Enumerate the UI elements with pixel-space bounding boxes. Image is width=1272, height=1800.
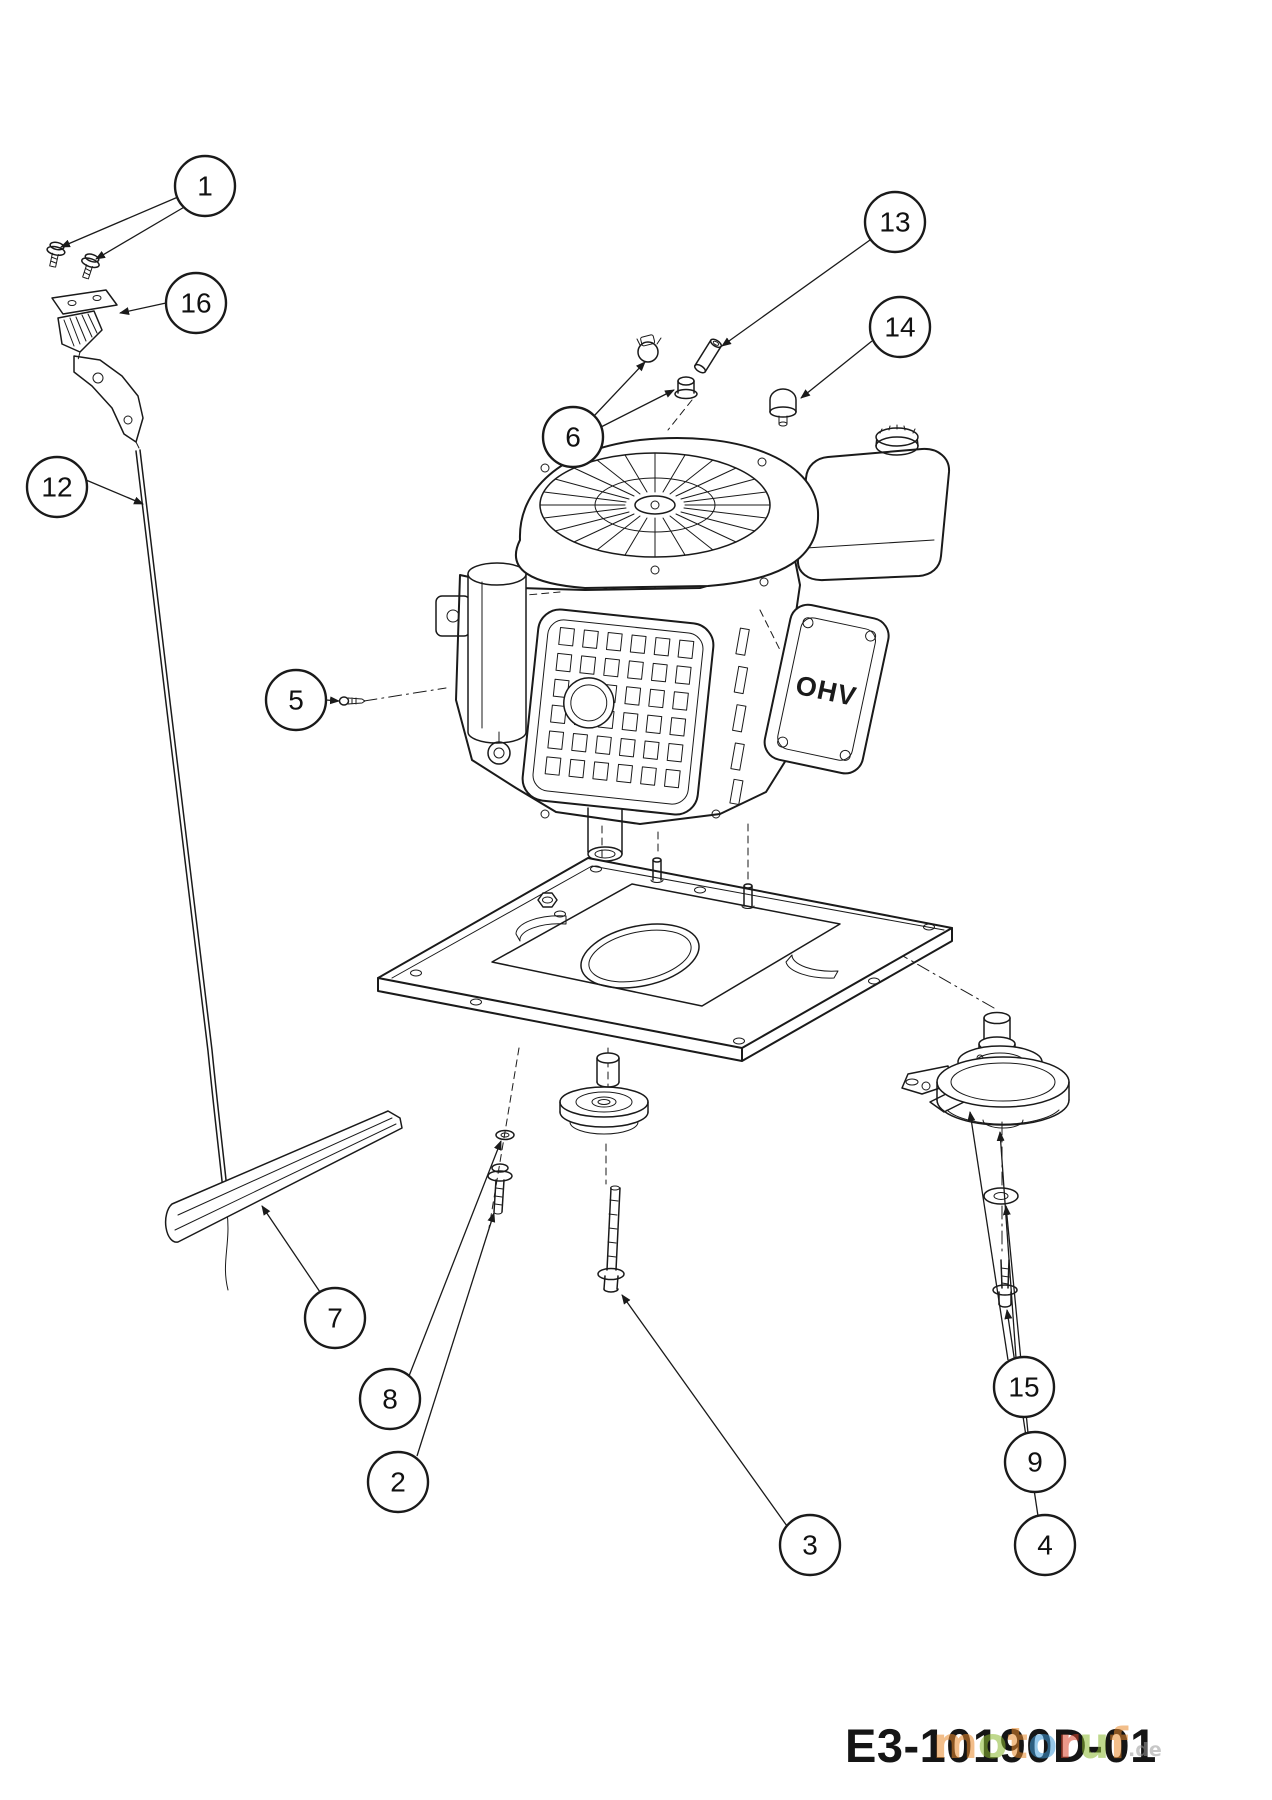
callout-circle	[868, 295, 932, 359]
callout-7-label: 7	[327, 1303, 343, 1334]
callout-12: 12	[25, 455, 89, 519]
hose-clamp	[636, 334, 662, 363]
plate-hex-bolt	[537, 892, 558, 908]
callout-circle	[778, 1513, 842, 1577]
idler-pulley-assembly	[559, 1052, 649, 1293]
callout-4: 4	[1013, 1513, 1077, 1577]
callout-circle	[1003, 1430, 1067, 1494]
callout-1: 1	[173, 154, 237, 218]
callout-circle	[264, 668, 328, 732]
mounting-stud-a	[650, 857, 664, 883]
control-grip	[57, 310, 103, 353]
callout-14-label: 14	[884, 312, 915, 343]
callout-3: 3	[778, 1513, 842, 1577]
throttle-cable	[135, 449, 230, 1291]
starter-motor	[467, 562, 527, 765]
engine-vent-slots	[729, 627, 750, 806]
watermark-letter: o	[978, 1719, 1008, 1769]
watermark-letter: o	[1028, 1719, 1058, 1769]
control-bracket	[51, 289, 118, 315]
throttle-lever	[73, 351, 144, 449]
callout-4-label: 4	[1037, 1530, 1053, 1561]
callout-8: 8	[358, 1367, 422, 1431]
mounting-plate	[377, 857, 953, 1062]
callout-circle	[173, 154, 237, 218]
throttle-control	[46, 241, 144, 449]
callout-circle	[992, 1355, 1056, 1419]
callout-circle	[541, 405, 605, 469]
cooling-fan	[539, 452, 771, 558]
oil-screw	[338, 696, 366, 706]
rubber-cap	[769, 388, 797, 427]
callout-2-label: 2	[390, 1467, 406, 1498]
watermark-letter: u	[1079, 1719, 1110, 1769]
flange-bolt	[487, 1163, 513, 1215]
crankshaft-hole	[580, 923, 700, 989]
callout-circle	[25, 455, 89, 519]
clutch-pulley-body	[936, 1056, 1070, 1129]
callout-circle	[303, 1286, 367, 1350]
callout-16: 16	[164, 271, 228, 335]
watermark-suffix: .de	[1128, 1739, 1162, 1761]
callout-9-label: 9	[1027, 1447, 1043, 1478]
callout-5: 5	[264, 668, 328, 732]
callout-circle	[863, 190, 927, 254]
mounting-stud-b	[741, 883, 755, 909]
callout-8-label: 8	[382, 1384, 398, 1415]
fuel-tank	[796, 424, 951, 582]
diagram-code: E3-10190D-01	[845, 1719, 1157, 1772]
callout-circle	[1013, 1513, 1077, 1577]
callout-circle	[164, 271, 228, 335]
callouts: 1 16 13 14 6 12 5 7	[25, 154, 1077, 1577]
callout-6-label: 6	[565, 422, 581, 453]
callout-13-label: 13	[879, 207, 910, 238]
watermark-letter: m	[933, 1719, 978, 1769]
watermark-letter: t	[1007, 1719, 1028, 1769]
breather-pin	[693, 338, 723, 374]
mounting-screw-a	[46, 241, 66, 268]
callout-5-label: 5	[288, 685, 304, 716]
lock-washer	[495, 1129, 515, 1141]
engine-assembly: OHV	[435, 424, 951, 862]
watermark-motoruf: motoruf.de	[933, 1719, 1162, 1769]
breather-parts	[636, 334, 797, 427]
callout-7: 7	[303, 1286, 367, 1350]
callout-circle	[358, 1367, 422, 1431]
callout-13: 13	[863, 190, 927, 254]
callout-15: 15	[992, 1355, 1056, 1419]
callout-14: 14	[868, 295, 932, 359]
idler-bolt	[597, 1185, 625, 1293]
fuel-cap	[875, 424, 919, 456]
callout-circle	[366, 1450, 430, 1514]
callout-16-label: 16	[180, 288, 211, 319]
callout-15-label: 15	[1008, 1372, 1039, 1403]
callout-3-label: 3	[802, 1530, 818, 1561]
flat-idler-pulley	[559, 1086, 649, 1135]
callout-2: 2	[366, 1450, 430, 1514]
spacer	[596, 1052, 620, 1088]
fastener-set	[487, 1129, 515, 1215]
chute-bracket	[164, 1110, 403, 1243]
callout-1-label: 1	[197, 171, 213, 202]
watermark-letter: f	[1109, 1719, 1129, 1769]
clutch-washer	[983, 1187, 1019, 1205]
blade-clutch-assembly	[901, 1011, 1070, 1308]
callout-12-label: 12	[41, 472, 72, 503]
leader-lines	[60, 196, 1039, 1527]
muffler-heat-shield	[521, 608, 715, 816]
mounting-screw-b	[81, 253, 100, 280]
ohv-valve-cover: OHV	[763, 603, 890, 775]
callout-9: 9	[1003, 1430, 1067, 1494]
callout-6: 6	[541, 405, 605, 469]
bushing	[674, 376, 698, 400]
watermark-letter: r	[1057, 1719, 1079, 1769]
